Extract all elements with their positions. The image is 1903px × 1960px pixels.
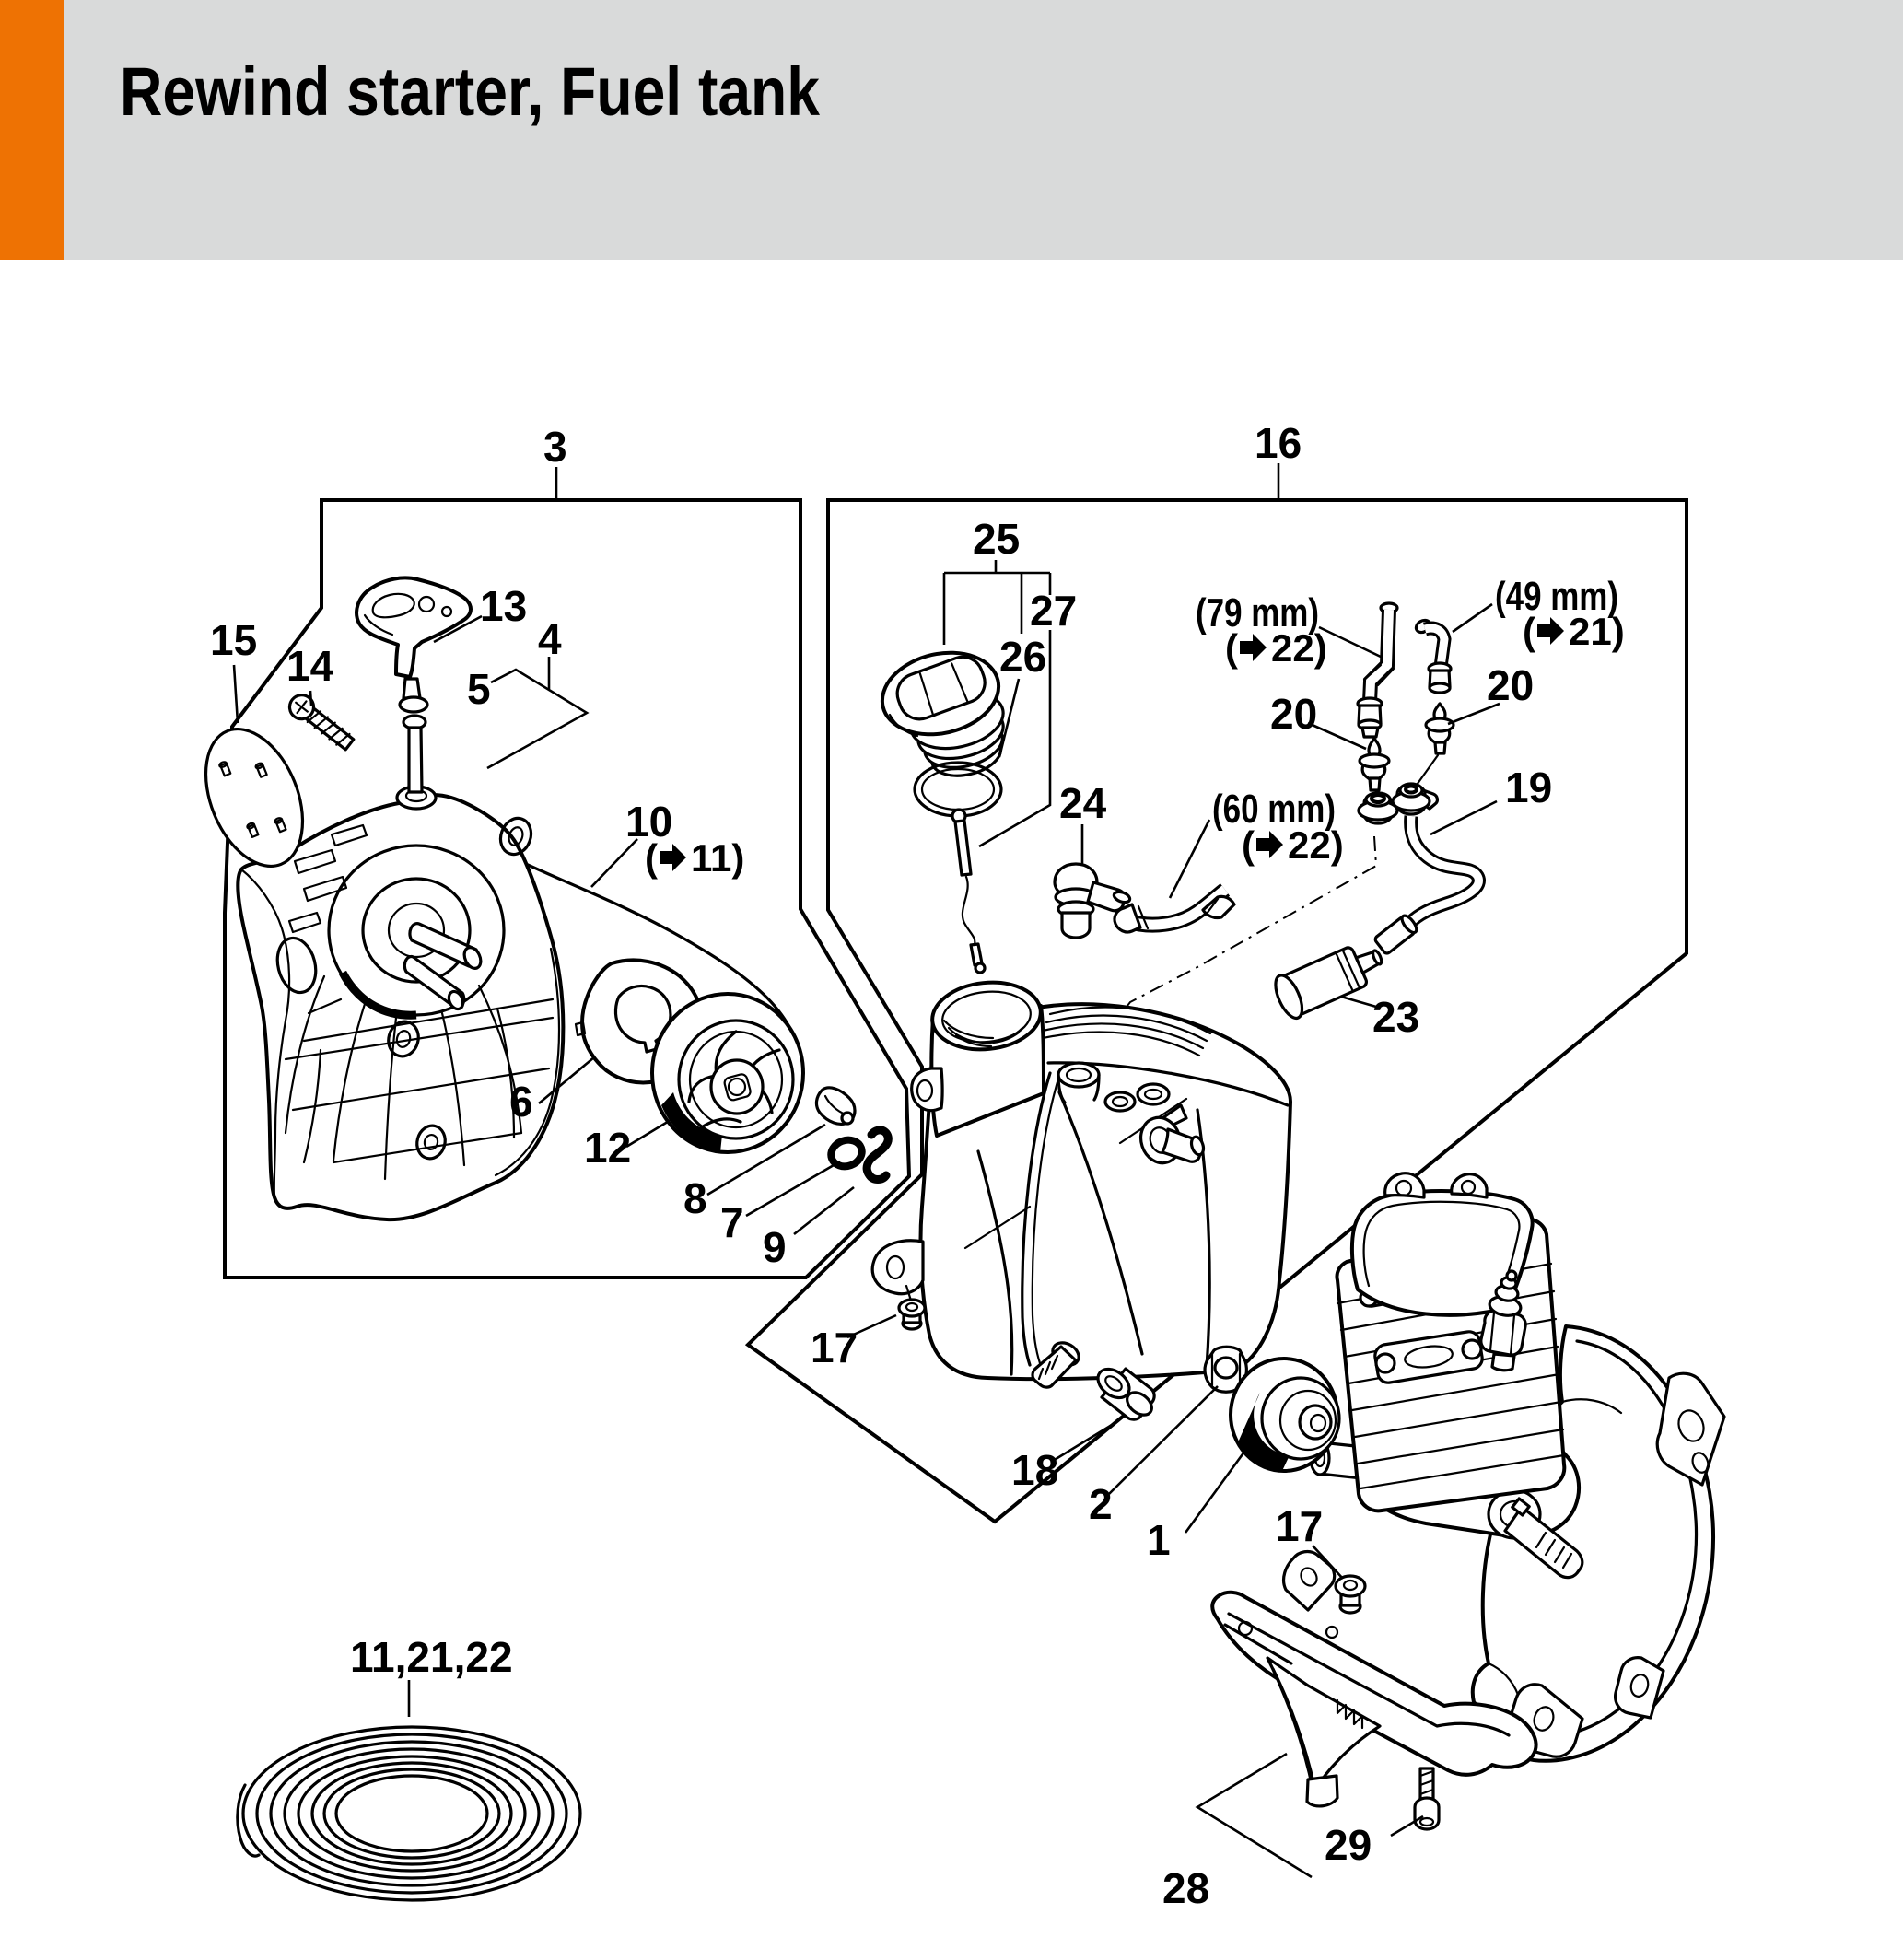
svg-text:3: 3	[543, 423, 567, 471]
svg-text:11): 11)	[691, 836, 744, 880]
svg-text:20: 20	[1487, 661, 1534, 709]
svg-text:6: 6	[509, 1078, 533, 1126]
svg-text:22): 22)	[1288, 823, 1344, 867]
svg-text:(79 mm): (79 mm)	[1196, 590, 1319, 636]
svg-text:28: 28	[1162, 1864, 1209, 1912]
svg-text:17: 17	[1276, 1502, 1323, 1550]
svg-text:(60 mm): (60 mm)	[1212, 787, 1336, 832]
svg-text:8: 8	[683, 1174, 707, 1222]
svg-text:9: 9	[763, 1223, 787, 1271]
svg-text:5: 5	[467, 665, 491, 713]
svg-text:17: 17	[811, 1324, 858, 1371]
svg-text:23: 23	[1372, 993, 1419, 1041]
svg-text:22): 22)	[1271, 626, 1327, 670]
svg-text:14: 14	[286, 642, 334, 690]
svg-text:20: 20	[1270, 690, 1317, 738]
svg-text:10: 10	[625, 798, 672, 846]
svg-text:1: 1	[1147, 1516, 1171, 1564]
svg-text:19: 19	[1505, 764, 1552, 811]
svg-text:4: 4	[538, 615, 562, 663]
svg-text:(: (	[1523, 610, 1535, 653]
svg-text:26: 26	[999, 633, 1046, 681]
svg-text:Rewind starter, Fuel tank: Rewind starter, Fuel tank	[120, 53, 821, 130]
svg-text:29: 29	[1325, 1821, 1372, 1869]
svg-text:(49 mm): (49 mm)	[1495, 574, 1618, 619]
svg-text:24: 24	[1059, 779, 1107, 827]
svg-text:18: 18	[1011, 1446, 1058, 1494]
svg-text:(: (	[1242, 823, 1255, 867]
svg-text:12: 12	[584, 1124, 631, 1172]
svg-text:11,21,22: 11,21,22	[350, 1633, 513, 1681]
svg-text:13: 13	[480, 582, 527, 630]
svg-text:25: 25	[973, 515, 1020, 563]
svg-text:27: 27	[1030, 587, 1077, 635]
svg-text:15: 15	[210, 616, 257, 664]
svg-text:16: 16	[1255, 419, 1302, 467]
svg-text:7: 7	[720, 1198, 744, 1246]
svg-text:(: (	[1225, 626, 1238, 670]
svg-text:(: (	[645, 836, 658, 880]
svg-text:2: 2	[1089, 1480, 1113, 1528]
svg-text:21): 21)	[1569, 610, 1625, 653]
